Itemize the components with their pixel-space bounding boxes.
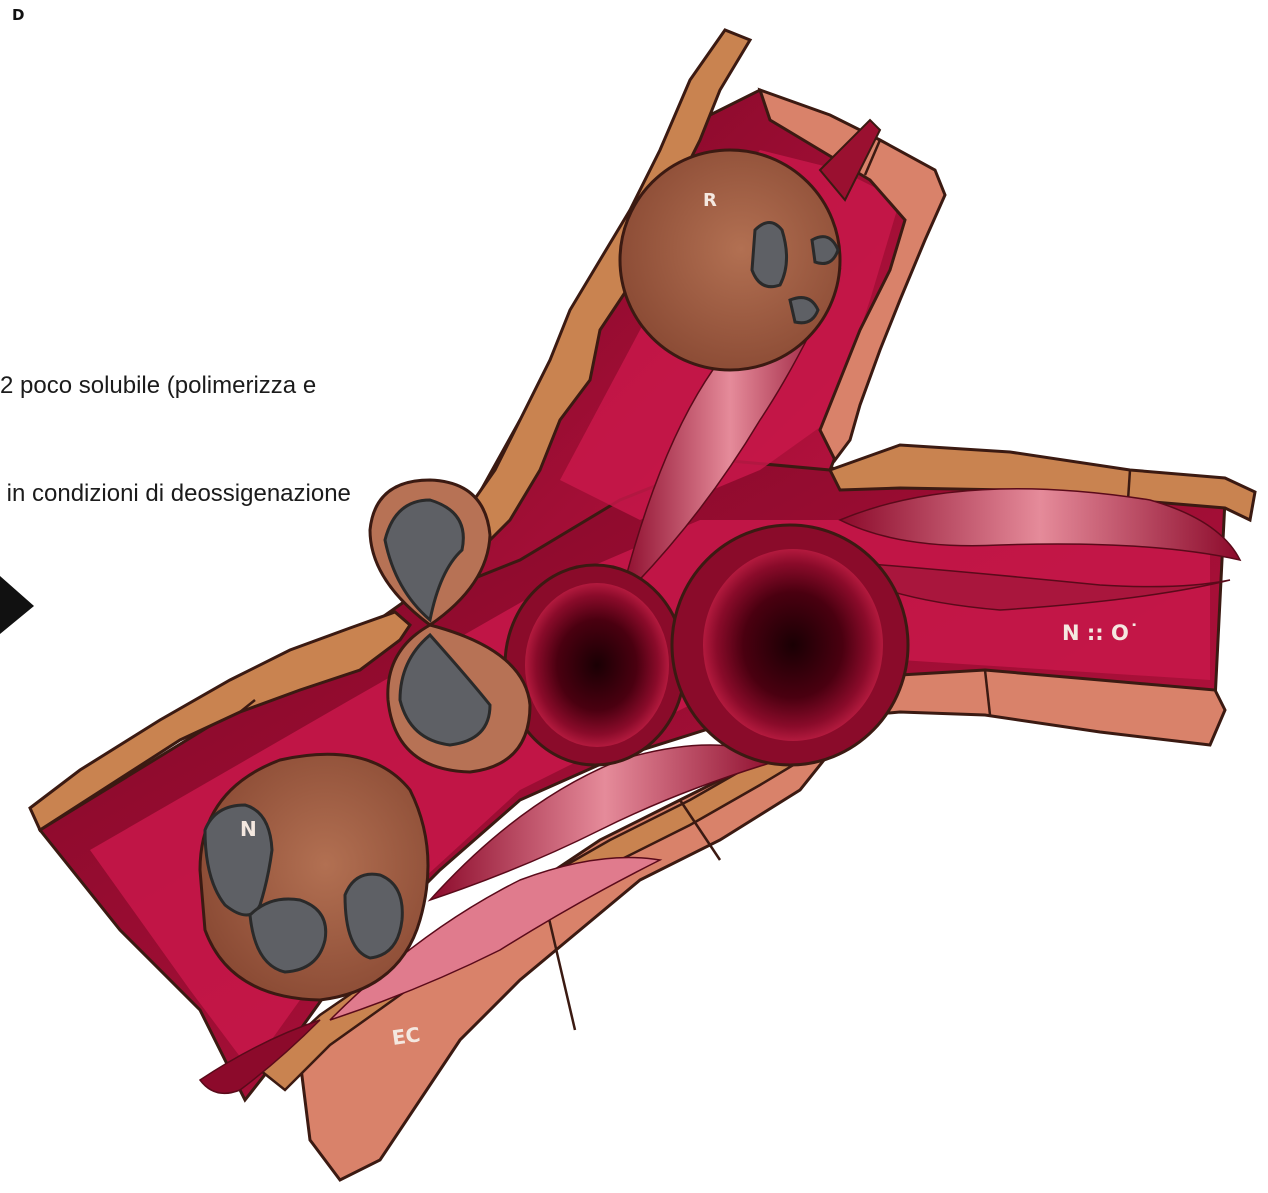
- nucleus: [345, 874, 402, 958]
- neutrophil-label: N: [240, 817, 257, 841]
- red-blood-cell: R: [620, 150, 840, 370]
- endothelial-cell-label: EC: [390, 1022, 421, 1050]
- neutrophil: N: [200, 754, 428, 1000]
- nucleus-fragment: [812, 237, 838, 264]
- nucleus-fragment: [790, 298, 818, 323]
- arrow-icon: [0, 576, 34, 634]
- nucleus-fragment: [752, 223, 787, 287]
- red-cell-label: R: [703, 190, 717, 211]
- nitric-oxide-label: N :: O˙: [1062, 621, 1139, 645]
